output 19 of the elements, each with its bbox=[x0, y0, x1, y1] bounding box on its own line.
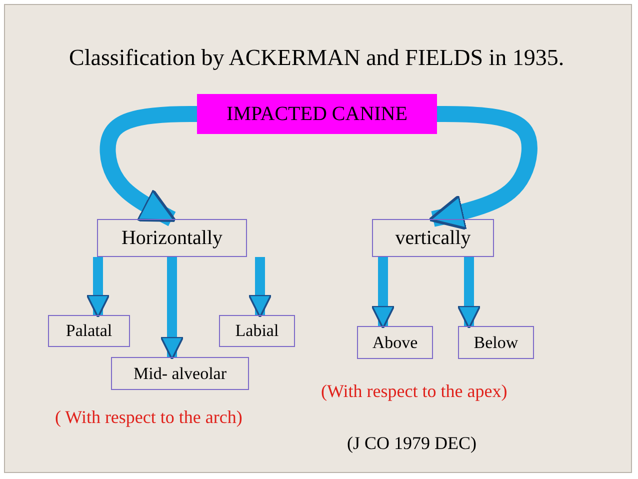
block-arrow bbox=[371, 257, 395, 330]
category-box: vertically bbox=[372, 219, 494, 257]
block-arrow bbox=[428, 106, 538, 230]
highlighted-box: IMPACTED CANINE bbox=[197, 94, 437, 134]
note-text: (With respect to the apex) bbox=[321, 381, 508, 402]
category-box: Below bbox=[458, 326, 534, 359]
category-box: Labial bbox=[219, 315, 295, 347]
category-box: Above bbox=[357, 326, 433, 359]
note-text: ( With respect to the arch) bbox=[55, 407, 242, 428]
title: Classification by ACKERMAN and FIELDS in 1935. bbox=[69, 45, 564, 71]
reference-text: (J CO 1979 DEC) bbox=[347, 433, 476, 454]
block-arrow bbox=[248, 257, 272, 318]
block-arrow bbox=[457, 257, 481, 330]
category-box: Horizontally bbox=[97, 219, 247, 257]
category-box: Mid- alveolar bbox=[111, 357, 249, 390]
block-arrow bbox=[86, 257, 110, 318]
block-arrow bbox=[100, 106, 198, 226]
block-arrow bbox=[160, 257, 184, 360]
category-box: Palatal bbox=[48, 315, 130, 347]
